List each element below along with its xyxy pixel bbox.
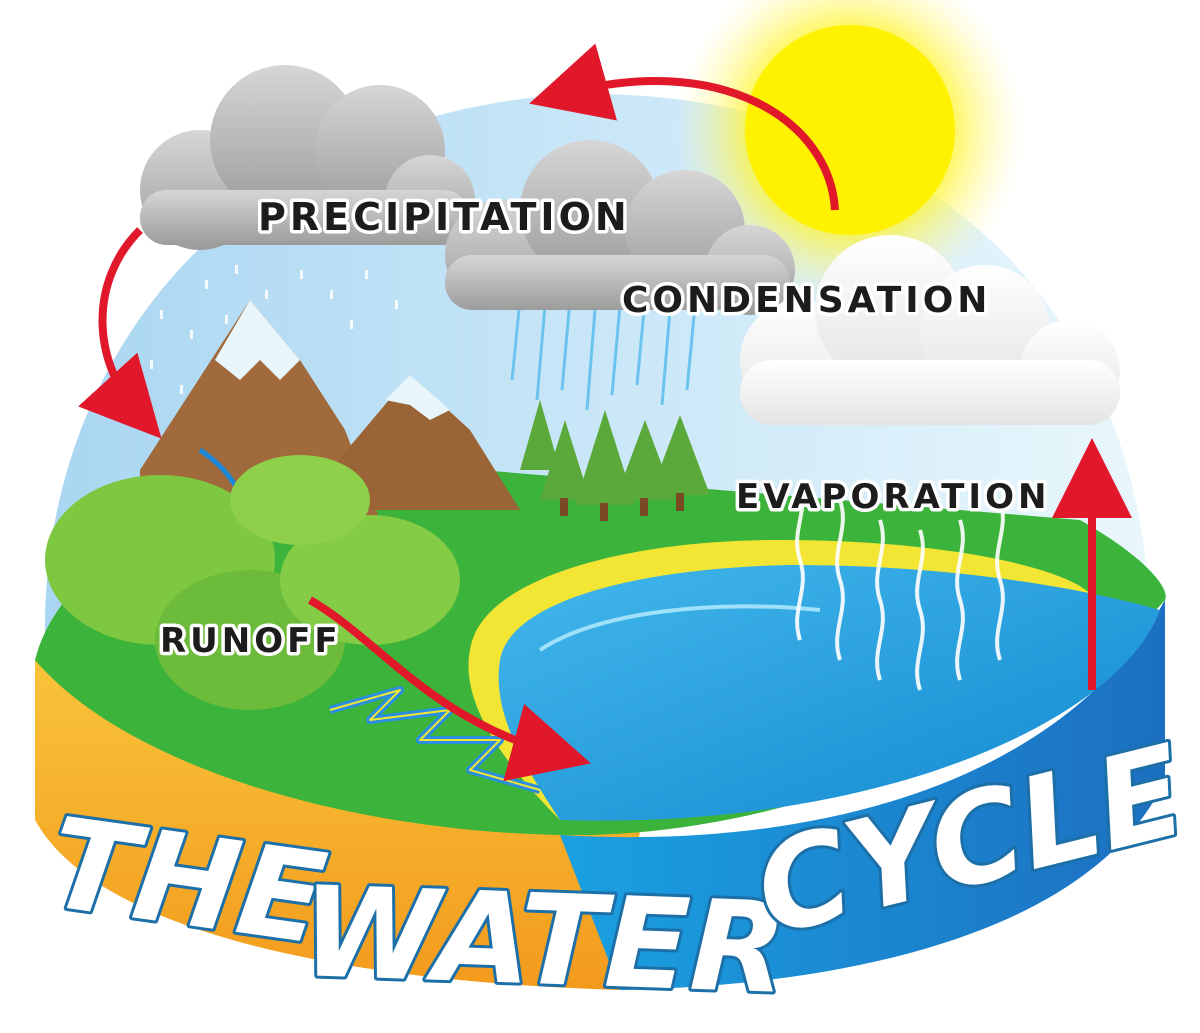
title-water: WATER: [299, 860, 789, 1022]
label-precipitation: PRECIPITATION: [258, 195, 631, 239]
rain-dots: [150, 260, 398, 394]
label-condensation: CONDENSATION: [622, 280, 991, 321]
condensation-cloud: [445, 140, 795, 315]
label-runoff: RUNOFF: [160, 621, 342, 661]
arrow-precipitation-down: [78, 227, 162, 439]
runoff-stream-edge: [329, 689, 541, 791]
vapor-lines: [795, 479, 1005, 691]
sun-core: [745, 25, 955, 235]
mountain-right-snow: [385, 375, 450, 420]
precipitation-cloud: [140, 65, 475, 250]
rain-streaks: [510, 299, 697, 411]
arrow-sun-to-cloud: [529, 43, 839, 211]
evaporation-cloud: [740, 235, 1120, 425]
mountain-right: [330, 375, 520, 510]
base-water-side: [560, 600, 1165, 990]
lake-highlight: [538, 604, 821, 652]
forest: [520, 400, 710, 505]
lake: [498, 565, 1160, 821]
label-evaporation: EVAPORATION: [736, 477, 1050, 517]
arrow-runoff: [308, 596, 591, 782]
mountain-left-snow: [215, 300, 300, 380]
tree-trunks: [560, 493, 684, 521]
